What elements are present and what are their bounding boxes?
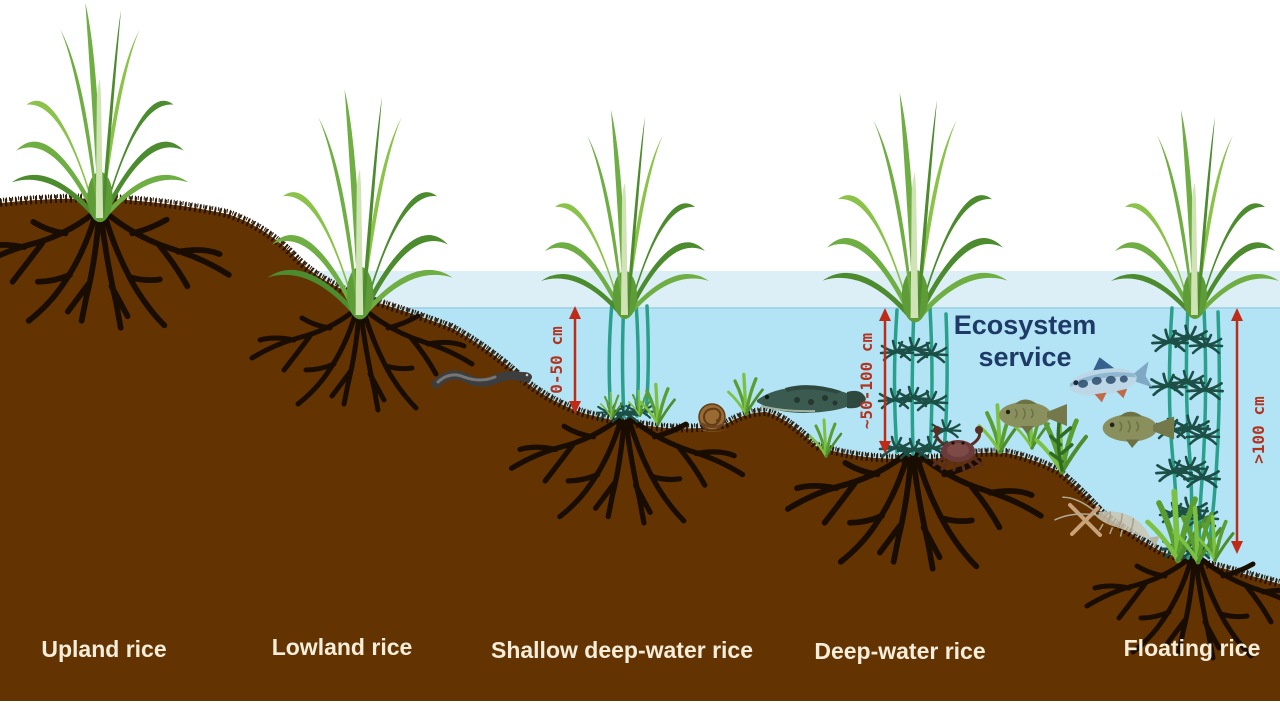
bottom-margin (0, 702, 1280, 720)
depth-label-100: >100 cm (1249, 396, 1268, 464)
ecosystem-service-label-line1: Ecosystem (954, 310, 1097, 340)
soil-stipple-edge-fine (0, 193, 1280, 583)
zone-label-shallow-deep-water-rice: Shallow deep-water rice (491, 637, 753, 663)
zone-label-upland-rice: Upland rice (41, 636, 166, 662)
zone-label-lowland-rice: Lowland rice (272, 634, 413, 660)
water-surface-band (292, 271, 1280, 308)
fern (1049, 420, 1074, 472)
snakehead-fish (757, 385, 866, 413)
snail (698, 403, 728, 432)
eel (431, 370, 532, 389)
zone-label-floating-rice: Floating rice (1124, 635, 1261, 661)
depth-label-50-100: ~50-100 cm (857, 332, 876, 429)
zone-label-deep-water-rice: Deep-water rice (814, 638, 985, 664)
depth-arrow-100 (1231, 308, 1243, 554)
ecosystem-service-label-line2: service (978, 342, 1071, 372)
crab (932, 426, 984, 472)
depth-label-0-50: 0-50 cm (547, 326, 566, 394)
depth-arrow-50-100 (879, 308, 891, 454)
deep-water-rice-stems (892, 304, 949, 456)
underwater-grass-tufts (599, 372, 1235, 562)
driftwood (1068, 503, 1102, 537)
barb-fish (1069, 357, 1153, 403)
shrimp (1054, 496, 1160, 548)
depth-arrow-0-50 (569, 306, 581, 414)
